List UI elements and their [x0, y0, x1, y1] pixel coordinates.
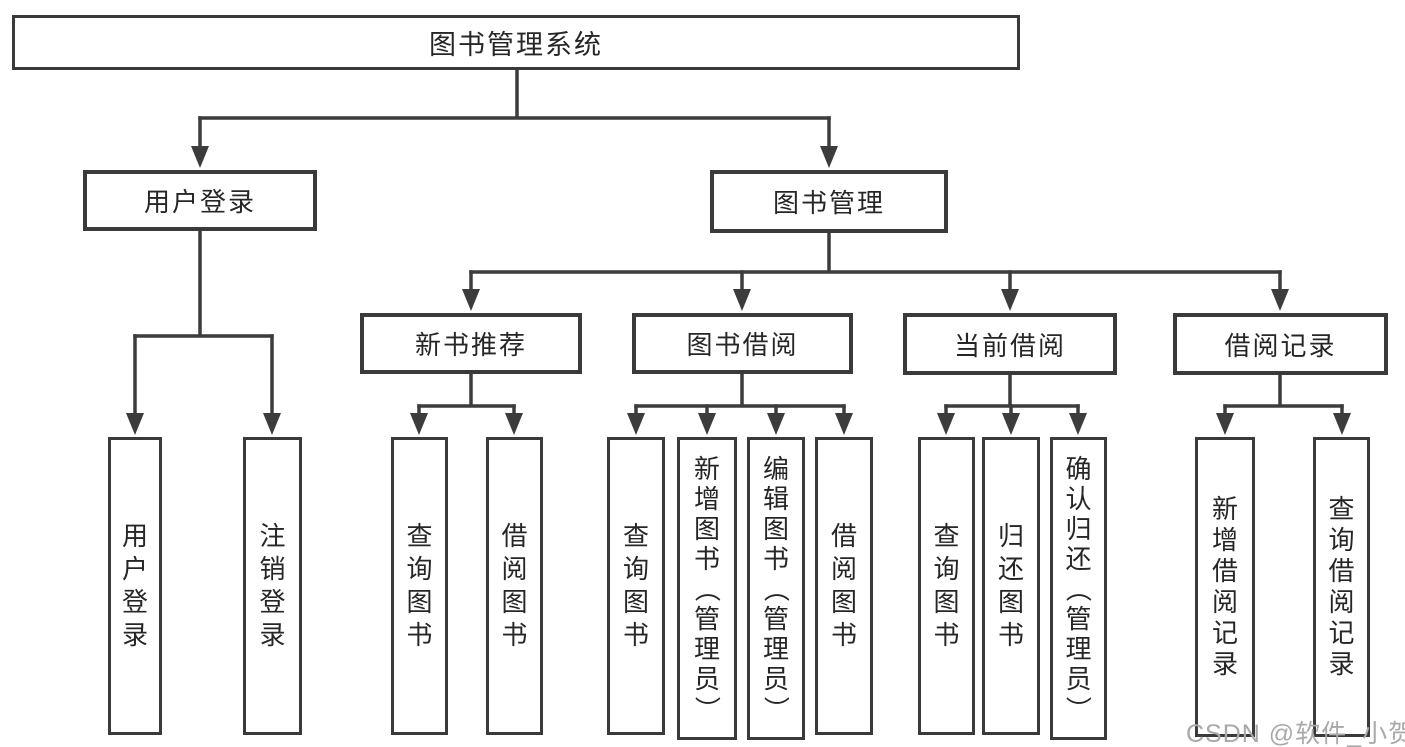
node-label: 查询图书: [622, 521, 649, 650]
node-borrowing-records: 借阅记录: [1173, 313, 1388, 375]
leaf-query-books-recommend: 查询图书: [391, 437, 448, 735]
leaf-query-books-current: 查询图书: [918, 437, 975, 735]
node-label: 图书管理系统: [429, 30, 603, 60]
node-label: 注销登录: [259, 521, 286, 650]
node-label: 归还图书: [997, 521, 1024, 650]
leaf-add-borrow-record: 新增借阅记录: [1195, 437, 1255, 737]
node-label: 借阅图书: [830, 521, 857, 650]
node-label: 新书推荐: [414, 330, 527, 360]
node-user-login: 用户登录: [83, 170, 317, 231]
node-label: 借阅图书: [501, 521, 528, 650]
leaf-borrow-books-borrowing: 借阅图书: [815, 437, 873, 735]
leaf-edit-book-admin: 编辑图书（管理员）: [747, 437, 805, 740]
node-book-borrowing: 图书借阅: [632, 313, 853, 374]
node-label: 用户登录: [143, 187, 256, 217]
node-library-management-system: 图书管理系统: [12, 15, 1020, 70]
node-label: 查询借阅记录: [1328, 494, 1355, 679]
node-current-borrowing: 当前借阅: [903, 313, 1117, 375]
node-label: 当前借阅: [953, 330, 1066, 361]
leaf-return-books: 归还图书: [982, 437, 1040, 735]
watermark-text: CSDN @软件_小贺同学: [1186, 720, 1405, 747]
node-label: 图书管理: [772, 188, 885, 218]
leaf-confirm-return-admin: 确认归还（管理员）: [1050, 437, 1107, 740]
node-label: 新增图书（管理员）: [691, 453, 722, 722]
node-label: 图书借阅: [686, 330, 799, 360]
node-label: 查询图书: [933, 521, 960, 650]
node-label: 编辑图书（管理员）: [760, 453, 791, 722]
leaf-borrow-books-recommend: 借阅图书: [486, 437, 543, 735]
leaf-user-login: 用户登录: [108, 437, 162, 735]
leaf-query-books-borrowing: 查询图书: [607, 437, 665, 735]
leaf-logout: 注销登录: [243, 437, 302, 735]
leaf-add-book-admin: 新增图书（管理员）: [677, 437, 737, 740]
node-book-management: 图书管理: [710, 170, 948, 233]
node-label: 借阅记录: [1224, 330, 1337, 361]
leaf-query-borrow-record: 查询借阅记录: [1313, 437, 1370, 737]
node-new-book-recommend: 新书推荐: [360, 313, 582, 374]
node-label: 确认归还（管理员）: [1063, 453, 1094, 722]
node-label: 用户登录: [121, 521, 148, 650]
node-label: 新增借阅记录: [1211, 494, 1238, 679]
node-label: 查询图书: [406, 521, 433, 650]
